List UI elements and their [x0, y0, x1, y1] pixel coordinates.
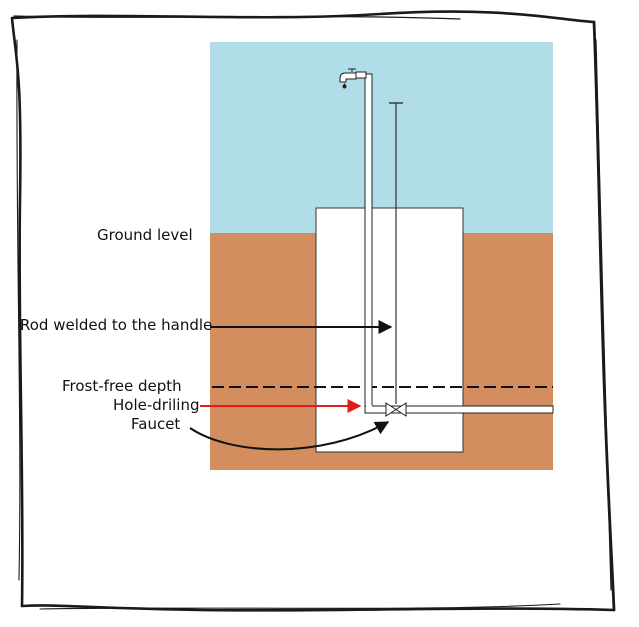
frost-free-depth-label: Frost-free depth — [62, 377, 182, 395]
faucet-icon — [339, 68, 367, 89]
faucet-label: Faucet — [131, 415, 181, 433]
supply-pipe — [364, 405, 554, 414]
pit — [315, 207, 464, 453]
sky-area — [210, 42, 553, 233]
vertical-pipe — [364, 73, 373, 414]
ground-level-label: Ground level — [97, 226, 193, 244]
valve-icon — [385, 402, 407, 417]
faucet-arrow — [189, 421, 390, 451]
sketch-border — [10, 10, 616, 612]
rod — [389, 102, 403, 404]
hole-driling-label: Hole-driling — [113, 396, 200, 414]
rod-label: Rod welded to the handle — [20, 316, 213, 334]
